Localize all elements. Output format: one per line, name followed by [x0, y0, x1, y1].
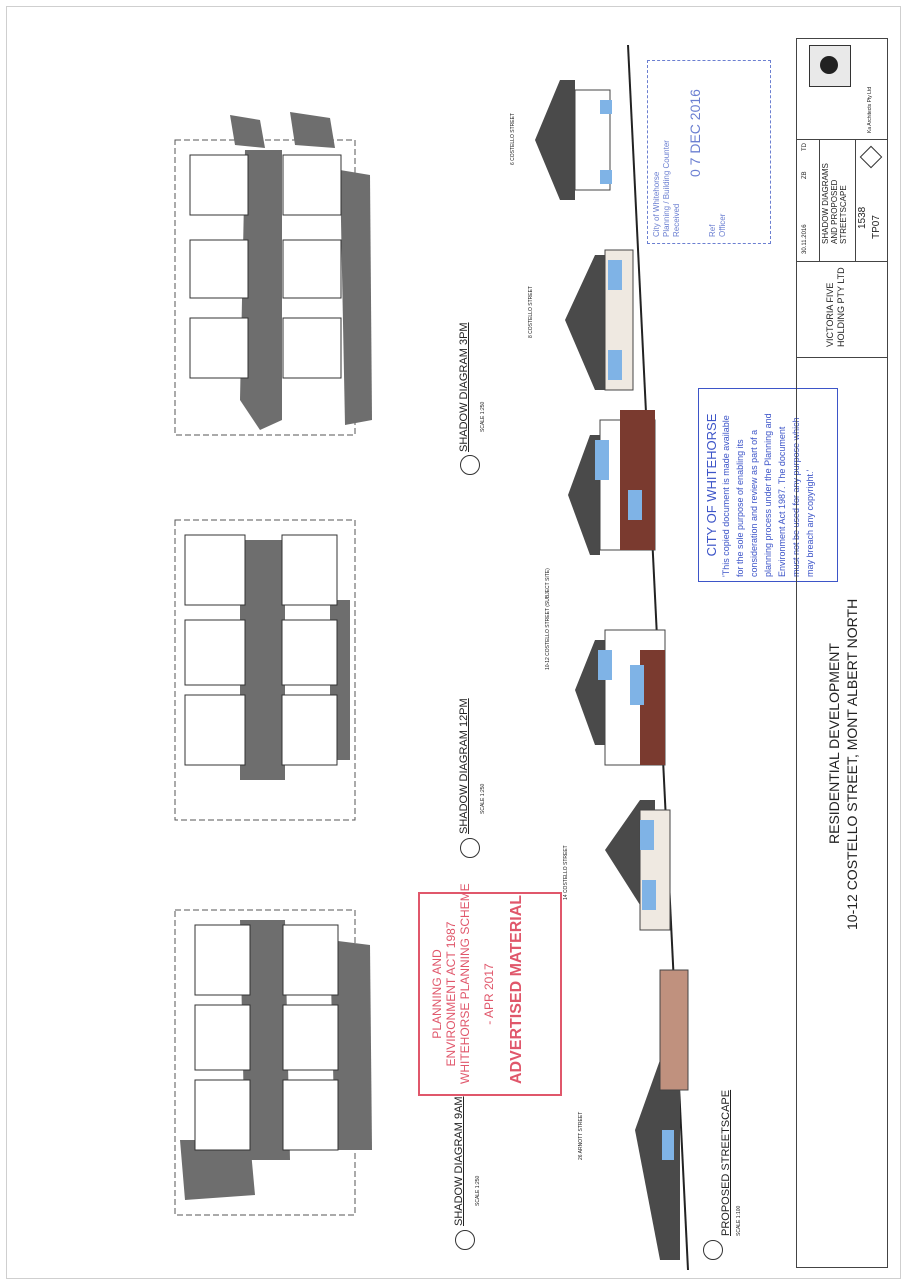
firm-logo — [809, 45, 851, 87]
streetscape-marker — [703, 1240, 723, 1260]
label-14-costello: 14 COSTELLO STREET — [563, 845, 569, 900]
copyright-heading: CITY OF WHITEHORSE — [704, 413, 719, 557]
copyright-line: consideration and review as part of a — [749, 429, 759, 577]
received-line3: Received — [672, 203, 681, 237]
copyright-line: for the sole purpose of enabling its — [735, 439, 745, 577]
copyright-stamp: CITY OF WHITEHORSE 'This copied document… — [698, 388, 838, 582]
sheet-border — [6, 6, 901, 1279]
streetscape-elevations — [535, 44, 689, 1271]
stamp-red-line4: - APR 2017 — [482, 963, 496, 1025]
label-subject-site: 10-12 COSTELLO STREET (SUBJECT SITE) — [545, 568, 551, 670]
drawn-value: ZB — [802, 171, 808, 179]
shadow-diagram-3pm-plan — [174, 112, 372, 436]
north-point-icon — [859, 145, 883, 169]
stamp-red-line1: PLANNING AND — [430, 949, 444, 1039]
streetscape-scale: SCALE 1:100 — [736, 1205, 742, 1236]
label-6-costello: 6 COSTELLO STREET — [510, 113, 516, 165]
date-value: 30.11.2016 — [802, 224, 808, 254]
shadow-diagram-12pm-plan — [174, 519, 356, 821]
shadow-diagram-9am-plan — [174, 909, 372, 1216]
received-ref: Ref — [708, 224, 717, 237]
drawing-number: TP07 — [871, 215, 882, 239]
copyright-line: Environment Act 1987. The document — [777, 426, 787, 577]
drawing-title: SHADOW DIAGRAMS AND PROPOSED STREETSCAPE — [821, 163, 848, 244]
diagram-2-marker — [460, 838, 480, 858]
received-line1: City of Whitehorse — [652, 171, 661, 237]
diagram-2-scale: SCALE 1:250 — [480, 783, 486, 814]
title-block: Ka Architects Pty Ltd 30.11.2016 ZB TD S… — [796, 38, 888, 1268]
diagram-1-scale: SCALE 1:250 — [475, 1175, 481, 1206]
diagram-2-title: SHADOW DIAGRAM 12PM — [458, 698, 470, 834]
stamp-red-line3: WHITEHORSE PLANNING SCHEME — [458, 883, 472, 1084]
stamp-red-line5: ADVERTISED MATERIAL — [508, 894, 525, 1084]
diagram-3-scale: SCALE 1:250 — [480, 401, 486, 432]
drawing-title-3: STREETSCAPE — [839, 185, 848, 244]
received-line2: Planning / Building Counter — [662, 140, 671, 237]
drawing-title-1: SHADOW DIAGRAMS — [821, 163, 830, 244]
received-stamp: City of Whitehorse Planning / Building C… — [647, 60, 771, 244]
firm-name: Ka Architects Pty Ltd — [867, 86, 873, 133]
label-8-costello: 8 COSTELLO STREET — [528, 286, 534, 338]
received-officer: Officer — [718, 213, 727, 237]
checked-value: TD — [802, 143, 808, 151]
copyright-line: planning process under the Planning and — [763, 413, 773, 577]
streetscape-title: PROPOSED STREETSCAPE — [720, 1089, 732, 1236]
client-name: VICTORIA FIVE HOLDING PTY LTD — [825, 267, 846, 347]
received-date: 0 7 DEC 2016 — [687, 89, 703, 177]
diagram-1-title: SHADOW DIAGRAM 9AM — [453, 1096, 465, 1226]
diagram-3-title: SHADOW DIAGRAM 3PM — [458, 322, 470, 452]
advertised-material-stamp: PLANNING AND ENVIRONMENT ACT 1987 WHITEH… — [418, 883, 562, 1096]
diagram-1-marker — [455, 1230, 475, 1250]
job-number: 1538 — [857, 206, 868, 229]
stamp-red-line2: ENVIRONMENT ACT 1987 — [444, 921, 458, 1067]
copyright-line: 'This copied document is made available — [721, 415, 731, 577]
label-26-arnott: 26 ARNOTT STREET — [578, 1111, 584, 1160]
diagram-3-marker — [460, 455, 480, 475]
drawing-title-2: AND PROPOSED — [830, 179, 839, 244]
